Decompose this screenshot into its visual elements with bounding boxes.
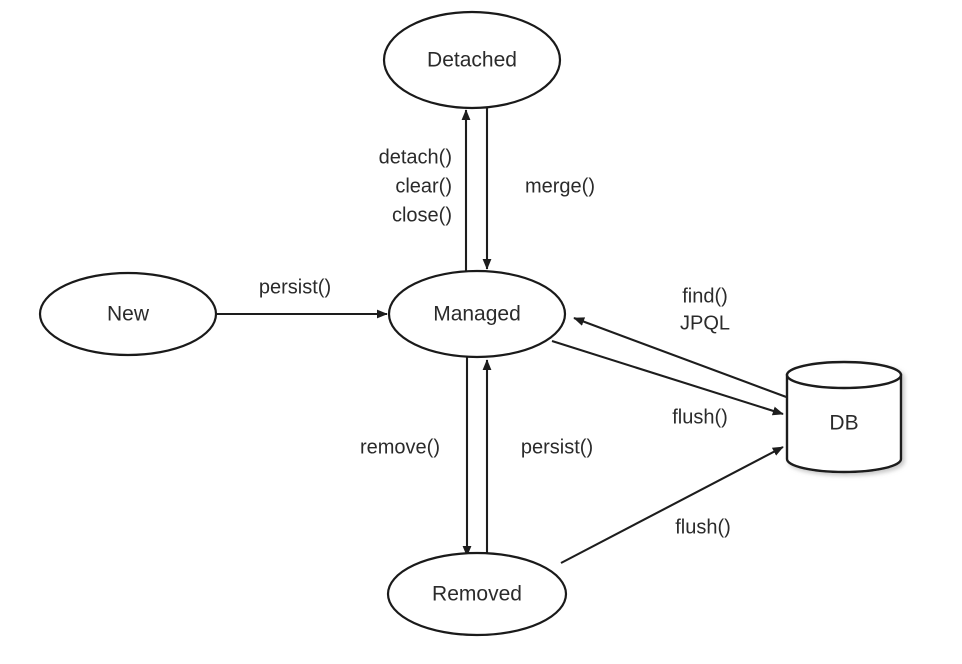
edge-label-merge: merge() (525, 175, 595, 197)
edge-label-clear: clear() (395, 175, 452, 197)
node-detached-label: Detached (427, 49, 517, 72)
edge-db-to-managed (573, 317, 790, 399)
edge-removed-to-db (560, 446, 784, 564)
edge-label-find-jpql: find() JPQL (680, 285, 730, 334)
node-managed[interactable]: Managed (387, 269, 567, 359)
edge-label-persist-new: persist() (259, 276, 331, 298)
edge-label-remove: remove() (360, 436, 440, 458)
edge-label-find: find() (682, 285, 728, 307)
node-removed-label: Removed (432, 583, 522, 606)
edge-managed-to-db (551, 339, 784, 416)
edge-label-persist-removed: persist() (521, 436, 593, 458)
edge-label-flush-removed: flush() (675, 516, 731, 538)
edge-label-jpql: JPQL (680, 312, 730, 334)
edge-label-flush-managed: flush() (672, 406, 728, 428)
node-detached[interactable]: Detached (382, 10, 562, 110)
node-removed[interactable]: Removed (386, 551, 568, 637)
node-new-label: New (107, 303, 150, 326)
node-db-label: DB (829, 412, 858, 435)
edge-label-detach-clear-close: detach() clear() close() (379, 146, 452, 226)
edge-label-close: close() (392, 204, 452, 226)
node-managed-label: Managed (433, 303, 521, 326)
node-new[interactable]: New (38, 271, 218, 357)
node-db[interactable]: DB (785, 360, 903, 474)
edge-label-detach: detach() (379, 146, 452, 168)
